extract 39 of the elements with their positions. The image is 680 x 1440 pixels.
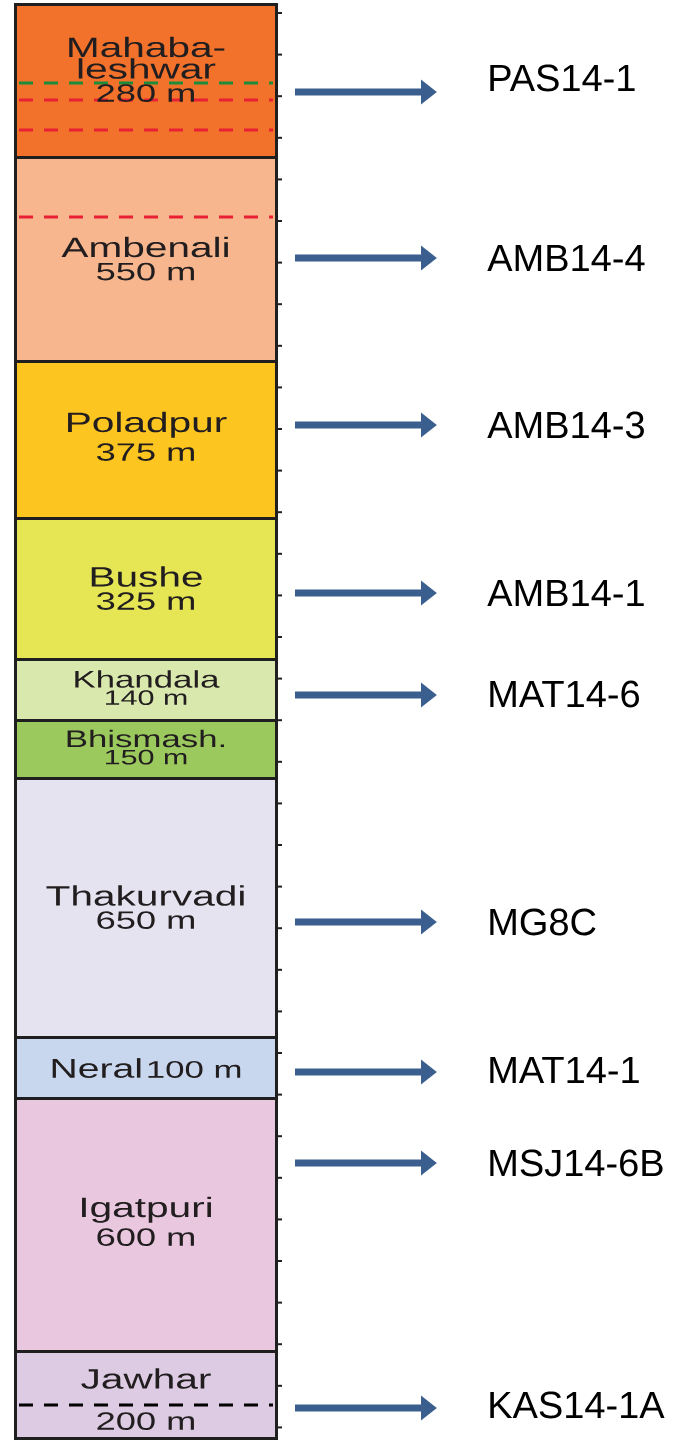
rock-layer xyxy=(14,3,278,159)
layer-thickness: 550 m xyxy=(97,262,194,281)
rock-layer xyxy=(14,517,278,661)
sample-label: MAT14-1 xyxy=(490,1056,639,1084)
sample-label: AMB14-3 xyxy=(487,411,644,439)
layer-thickness: 650 m xyxy=(97,911,194,929)
rock-layer xyxy=(14,1036,278,1100)
layer-name: Jawhar xyxy=(81,1368,211,1389)
layer-thickness: 325 m xyxy=(97,592,194,610)
layer-name: Igatpuri xyxy=(82,1196,211,1223)
rock-layer xyxy=(14,777,278,1039)
layer-name: Ambenali xyxy=(61,236,228,258)
layer-name: Poladpur xyxy=(68,411,227,438)
sample-label: KAS14-1A xyxy=(490,1391,665,1419)
layer-thickness: 100 m xyxy=(148,1060,241,1078)
rock-layer xyxy=(14,360,278,520)
layer-name: Thakurvadi xyxy=(46,885,244,906)
layer-thickness: 140 m xyxy=(106,690,187,706)
sample-label: MAT14-6 xyxy=(490,680,639,708)
rock-layer xyxy=(14,719,278,780)
layer-thickness: 600 m xyxy=(97,1228,194,1246)
rock-layer xyxy=(14,1350,278,1440)
sample-label: PAS14-1 xyxy=(490,64,635,92)
layer-name: Khandala xyxy=(75,670,220,688)
rock-layer xyxy=(14,658,278,722)
rock-layer xyxy=(14,1097,278,1353)
rock-layer xyxy=(14,156,278,363)
layer-thickness: 280 m xyxy=(97,84,194,102)
layer-name: Neral xyxy=(52,1058,141,1078)
layer-name: Mahaba- leshwar xyxy=(69,36,225,79)
layer-thickness: 150 m xyxy=(106,749,187,765)
sample-label: MG8C xyxy=(490,908,596,936)
layer-thickness: 375 m xyxy=(97,443,194,461)
sample-label: MSJ14-6B xyxy=(490,1149,663,1177)
layer-name: Bhismash. xyxy=(67,729,225,748)
layer-name: Bushe xyxy=(91,566,202,587)
sample-label: AMB14-1 xyxy=(487,579,644,607)
layer-thickness: 200 m xyxy=(97,1412,194,1430)
sample-label: AMB14-4 xyxy=(487,244,645,272)
